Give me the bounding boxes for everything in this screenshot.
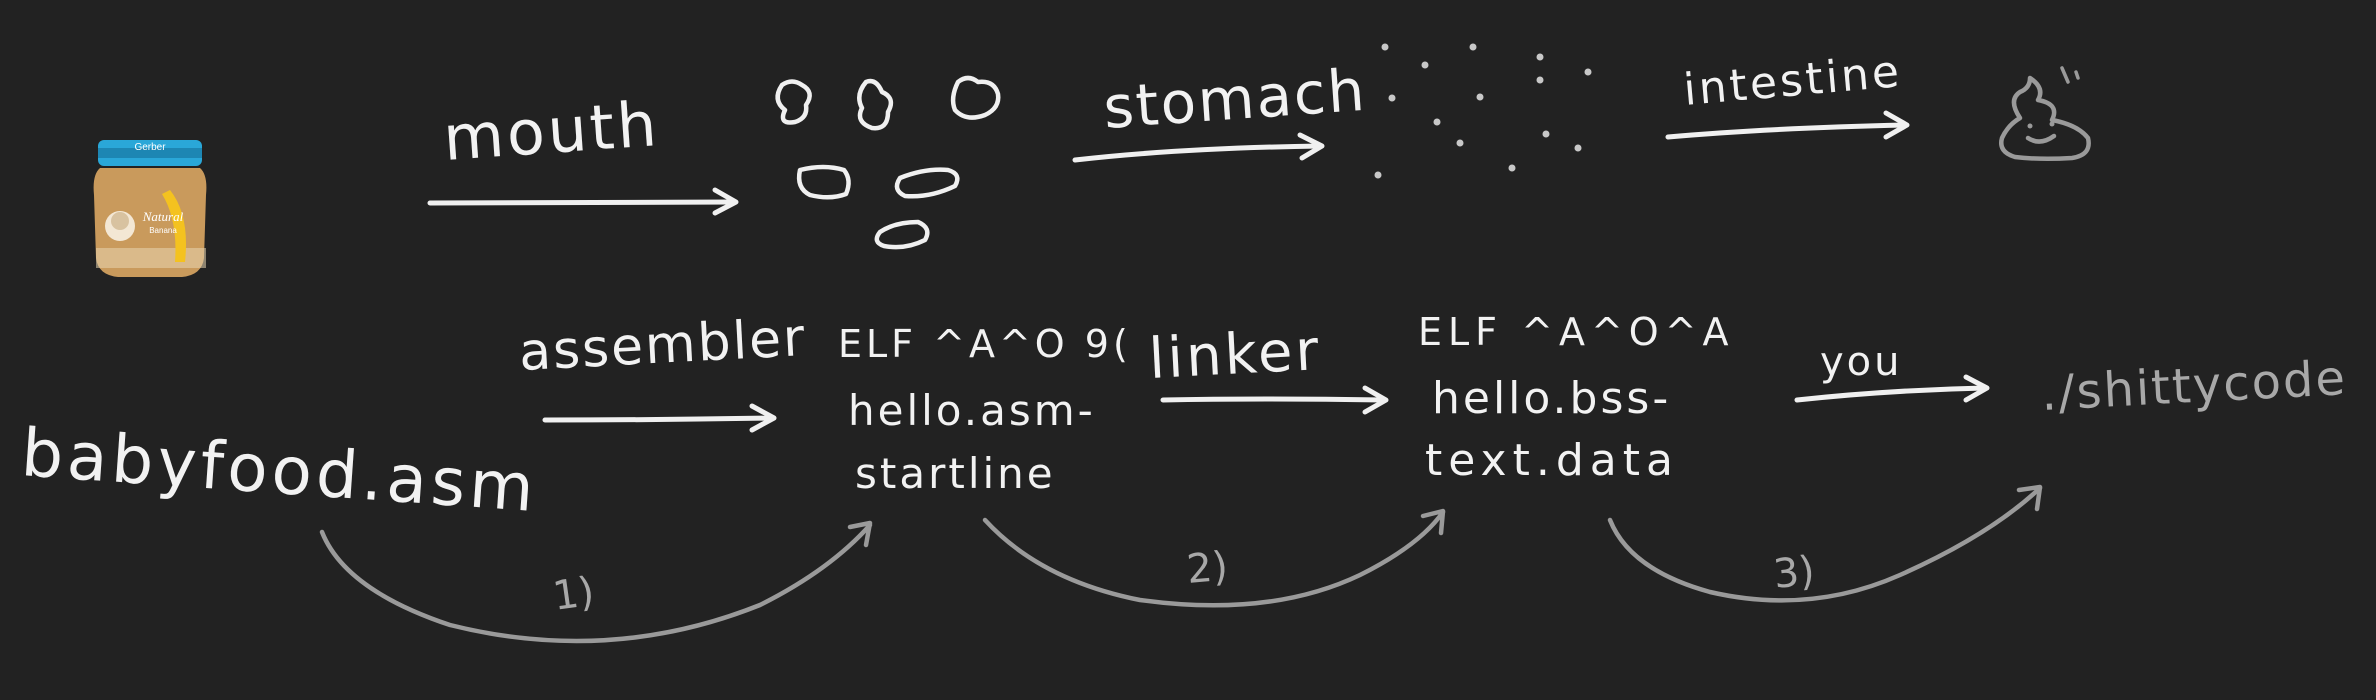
you-arrow bbox=[1794, 374, 1990, 403]
step-3-label: 3) bbox=[1771, 548, 1817, 598]
mouth-arrow bbox=[427, 187, 739, 216]
executable-line-3: text.data bbox=[1425, 435, 1679, 486]
assembler-arrow bbox=[542, 403, 777, 433]
object-file-line-1: ELF ^A^O 9( bbox=[838, 322, 1132, 366]
assembler-label: assembler bbox=[518, 308, 808, 383]
step-1-label: 1) bbox=[550, 569, 597, 620]
stomach-label: stomach bbox=[1101, 56, 1368, 142]
food-chunks-icon bbox=[775, 75, 1001, 250]
object-file-line-2: hello.asm- bbox=[848, 386, 1096, 435]
baby-food-jar: Gerber Natural Banana bbox=[93, 140, 207, 277]
jar-label: Natural bbox=[142, 209, 184, 224]
executable-line-1: ELF ^A^O^A bbox=[1418, 310, 1735, 354]
intestine-arrow bbox=[1665, 110, 1910, 140]
step-3-arrow bbox=[1607, 484, 2043, 603]
linker-arrow bbox=[1160, 385, 1389, 415]
object-file-block: ELF ^A^O 9( hello.asm- startline bbox=[838, 322, 1132, 498]
object-file-line-3: startline bbox=[855, 449, 1056, 498]
you-label: you bbox=[1820, 339, 1903, 385]
step-2-label: 2) bbox=[1185, 544, 1230, 593]
jar-flavor: Banana bbox=[149, 226, 177, 235]
executable-block: ELF ^A^O^A hello.bss- text.data bbox=[1418, 310, 1735, 486]
step-2-arrow bbox=[982, 508, 1446, 608]
executable-line-2: hello.bss- bbox=[1432, 373, 1671, 424]
linker-label: linker bbox=[1147, 318, 1323, 392]
run-command-label: ./shittycode bbox=[2040, 350, 2349, 422]
digested-particles-icon bbox=[1374, 43, 1592, 179]
poop-icon bbox=[1999, 66, 2091, 162]
jar-brand: Gerber bbox=[134, 142, 166, 153]
source-file-label: babyfood.asm bbox=[19, 414, 540, 527]
intestine-label: intestine bbox=[1682, 46, 1904, 116]
stomach-arrow bbox=[1072, 132, 1325, 163]
step-1-arrow bbox=[319, 520, 873, 644]
mouth-label: mouth bbox=[441, 87, 662, 175]
